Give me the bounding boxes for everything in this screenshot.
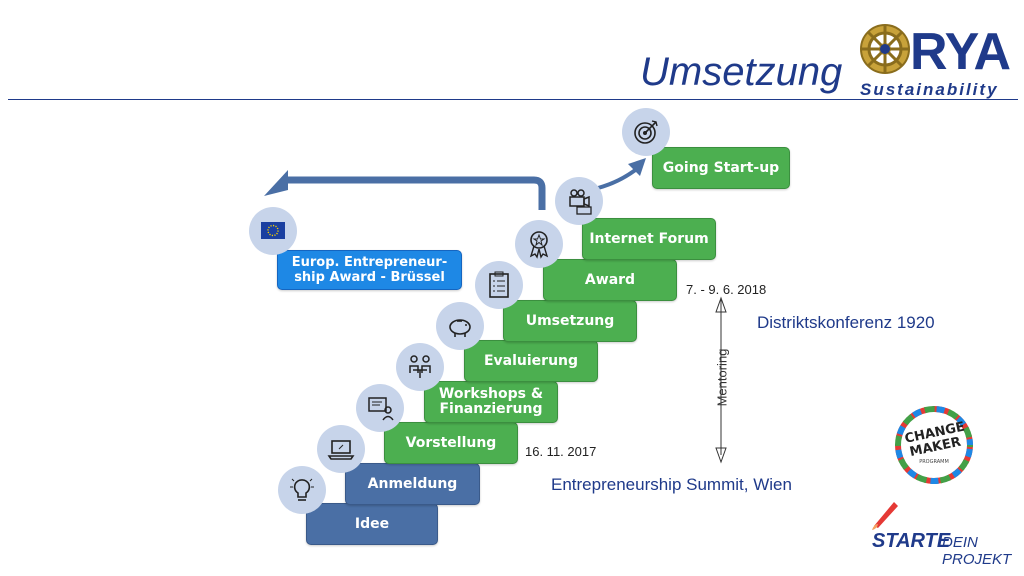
step-label: Going Start-up (662, 159, 780, 176)
step-label: Anmeldung (367, 475, 458, 492)
title-divider (8, 99, 1018, 100)
laptop-icon (317, 425, 365, 473)
step-workshops: Workshops & Finanzierung (424, 381, 558, 423)
step-going-startup: Going Start-up (652, 147, 790, 189)
step-label: Award (584, 271, 636, 288)
logo-text: RYA (910, 23, 1011, 81)
page-title: Umsetzung (640, 50, 843, 94)
target-icon (622, 108, 670, 156)
dein-projekt-text: DEIN PROJEKT (942, 534, 1012, 568)
event-bottom: Entrepreneurship Summit, Wien (551, 475, 792, 494)
step-award: Award (543, 259, 677, 301)
piggy-bank-icon (436, 302, 484, 350)
date-top: 7. - 9. 6. 2018 (686, 282, 767, 297)
step-label: Workshops & Finanzierung (438, 386, 544, 417)
rotary-wheel-logo (858, 22, 912, 76)
presentation-icon (356, 384, 404, 432)
step-label: Internet Forum (589, 230, 709, 247)
step-label: Europ. Entrepreneur-ship Award - Brüssel (291, 255, 448, 285)
logo-subtitle: Sustainability (860, 80, 999, 99)
rocket-icon (868, 496, 902, 532)
step-label: Vorstellung (405, 434, 497, 451)
camera-money-icon (555, 177, 603, 225)
mentoring-label: Mentoring (714, 348, 730, 407)
lightbulb-icon (278, 466, 326, 514)
starte-text: STARTE (872, 530, 951, 552)
date-bottom: 16. 11. 2017 (525, 444, 597, 459)
step-internet-forum: Internet Forum (582, 218, 716, 260)
step-label: Idee (354, 515, 390, 532)
step-evaluierung: Evaluierung (464, 340, 598, 382)
step-label: Umsetzung (525, 312, 615, 329)
eu-award-box: Europ. Entrepreneur-ship Award - Brüssel (277, 250, 462, 290)
eu-flag-icon (249, 207, 297, 255)
step-label: Evaluierung (483, 352, 579, 369)
checklist-icon (475, 261, 523, 309)
changemaker-sub: PROGRAMM (919, 459, 949, 465)
changemaker-badge: CHANGE MAKER PROGRAMM (894, 405, 974, 485)
award-medal-icon (515, 220, 563, 268)
meeting-icon (396, 343, 444, 391)
event-top: Distriktskonferenz 1920 (757, 313, 935, 332)
